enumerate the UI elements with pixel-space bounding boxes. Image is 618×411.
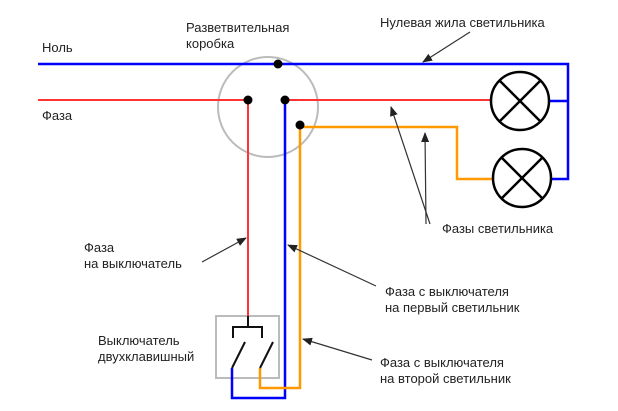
phase-second-lamp-line2: на второй светильник: [380, 371, 511, 386]
neutral-label: Ноль: [42, 40, 73, 55]
switch-to-lamp1-wire: [230, 100, 287, 400]
switch-to-lamp2-wire: [258, 125, 493, 390]
junction-dots: [243, 59, 305, 130]
switch-contacts: [231, 316, 274, 369]
phase-first-lamp-line1: Фаза с выключателя: [385, 284, 509, 299]
junction-box-label-line1: Разветвительная: [186, 20, 290, 35]
lamp-neutral-label: Нулевая жила светильника: [380, 15, 545, 30]
lamp-1-icon: [489, 70, 551, 132]
phase-label: Фаза: [42, 108, 73, 123]
switch-label-line2: двухклавишный: [98, 349, 195, 364]
junction-box-label-line2: коробка: [186, 36, 235, 51]
switch-label-line1: Выключатель: [98, 333, 180, 348]
lamp-2-icon: [491, 147, 553, 209]
lamp-phases-label: Фазы светильника: [442, 221, 554, 236]
phase-to-switch-line1: Фаза: [84, 240, 115, 255]
annotation-arrows: [201, 31, 471, 361]
junction-box: [217, 56, 319, 158]
phase-to-switch-line2: на выключатель: [84, 256, 182, 271]
phase-first-lamp-line2: на первый светильник: [385, 300, 520, 315]
phase-input-wire: [38, 99, 249, 326]
phase-second-lamp-line1: Фаза с выключателя: [380, 355, 504, 370]
neutral-wire: [38, 62, 570, 181]
